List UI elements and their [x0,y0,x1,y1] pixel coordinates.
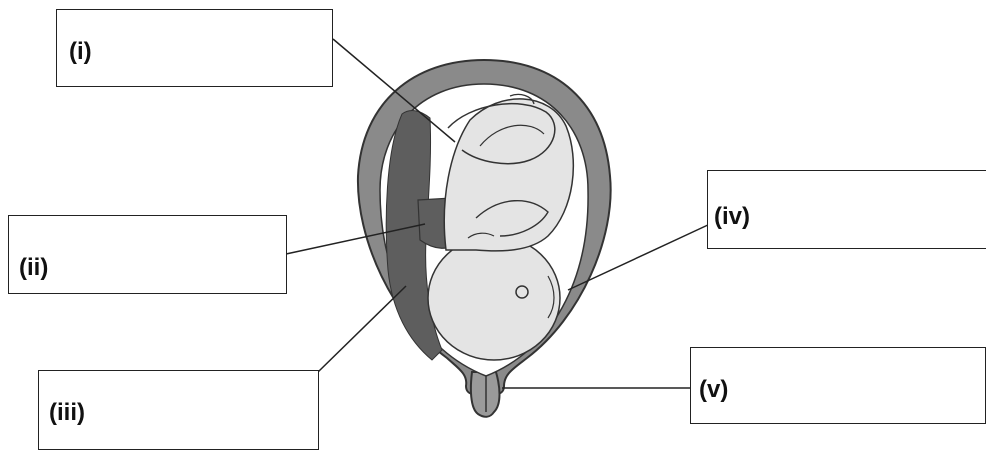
label-ii: (ii) [19,256,48,280]
fetus-head [428,236,560,360]
label-box-iii[interactable]: (iii) [38,370,319,450]
label-box-v[interactable]: (v) [690,347,986,424]
label-i: (i) [69,40,92,64]
label-iii: (iii) [49,401,85,425]
label-box-i[interactable]: (i) [56,9,333,87]
label-iv: (iv) [714,205,750,229]
cervix [471,372,500,417]
label-box-iv[interactable]: (iv) [707,170,986,249]
label-box-ii[interactable]: (ii) [8,215,287,294]
leader-line-iii [318,286,406,372]
label-v: (v) [699,378,728,402]
